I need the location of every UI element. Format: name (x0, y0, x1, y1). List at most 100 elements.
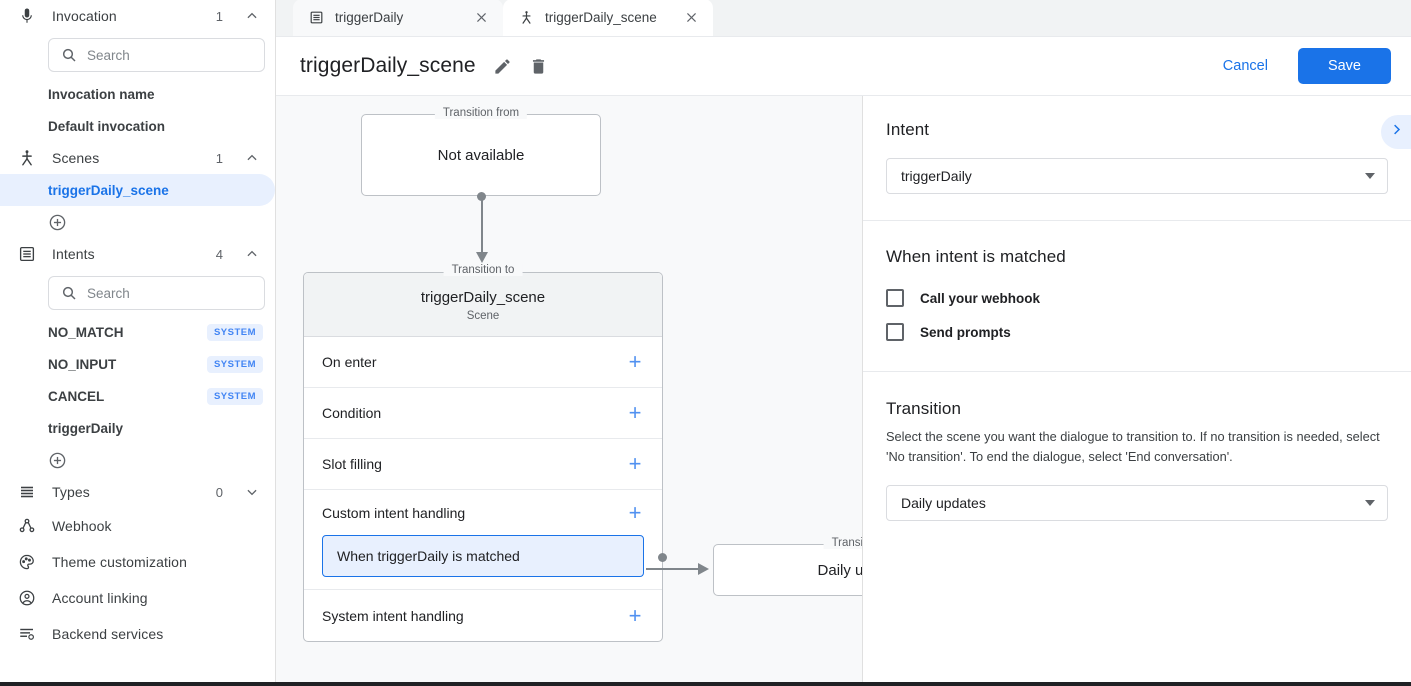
transition-from-value: Not available (437, 146, 525, 164)
add-scene-row[interactable] (0, 206, 275, 238)
connector-line-vertical (481, 196, 483, 258)
scene-row-label: Condition (322, 405, 382, 421)
chevron-up-icon (245, 247, 259, 261)
sidebar-item-label: Webhook (52, 518, 112, 534)
add-intent-row[interactable] (0, 444, 275, 476)
cancel-button[interactable]: Cancel (1207, 49, 1284, 83)
scene-row-custom-intent-handling[interactable]: Custom intent handling + (304, 490, 662, 535)
transition-target-legend: Transition to (823, 537, 862, 549)
add-system-intent-handling-icon[interactable]: + (628, 602, 642, 628)
transition-select[interactable]: Daily updates (886, 484, 1388, 521)
panel-collapse-toggle[interactable] (1381, 115, 1411, 149)
checkbox-call-your-webhook[interactable]: Call your webhook (886, 289, 1388, 307)
page-title: triggerDaily_scene (300, 54, 476, 77)
checkbox-icon[interactable] (886, 289, 904, 307)
connector-dot-handler (658, 553, 667, 562)
main-area: triggerDaily triggerDaily_scene (276, 0, 1411, 686)
custom-intent-handler-block: When triggerDaily is matched (304, 535, 667, 590)
sidebar-section-count: 1 (215, 8, 223, 24)
sidebar-item-label: Account linking (52, 590, 148, 606)
pencil-icon[interactable] (492, 55, 514, 77)
sidebar-item-theme-customization[interactable]: Theme customization (0, 544, 275, 580)
webhook-nodes-icon (16, 515, 38, 537)
intents-list-icon (16, 243, 38, 265)
intents-search-box[interactable] (48, 276, 265, 310)
sidebar-section-types[interactable]: Types 0 (0, 476, 275, 508)
checkbox-send-prompts[interactable]: Send prompts (886, 323, 1388, 341)
body-split: Transition from Not available Transition… (276, 96, 1411, 686)
add-on-enter-icon[interactable]: + (628, 349, 642, 374)
add-circle-icon[interactable] (48, 213, 67, 232)
bottom-edge-strip (0, 682, 1411, 686)
invocation-search-input[interactable] (87, 47, 252, 63)
scene-row-label: Slot filling (322, 456, 382, 472)
sidebar-item-triggerdaily-scene[interactable]: triggerDaily_scene (0, 174, 275, 206)
scene-row-label: System intent handling (322, 607, 464, 624)
connector-arrowhead-right (698, 563, 709, 575)
intent-handler-chip[interactable]: When triggerDaily is matched (322, 535, 644, 577)
scene-graph-canvas[interactable]: Transition from Not available Transition… (276, 96, 862, 686)
scene-row-label: On enter (322, 354, 377, 370)
sidebar-item-triggerdaily[interactable]: triggerDaily (0, 412, 275, 444)
close-icon[interactable] (474, 10, 489, 25)
sidebar-section-invocation[interactable]: Invocation 1 (0, 0, 275, 32)
scene-fork-icon (16, 147, 38, 169)
add-condition-icon[interactable]: + (628, 400, 642, 425)
scene-row-slot-filling[interactable]: Slot filling + (304, 439, 662, 490)
add-circle-icon[interactable] (48, 451, 67, 470)
sidebar-item-no-input[interactable]: NO_INPUT SYSTEM (0, 348, 275, 380)
sidebar-section-count: 1 (215, 150, 223, 166)
sidebar-item-label: Invocation name (48, 86, 155, 102)
scene-row-label: Custom intent handling (322, 504, 466, 521)
sidebar-section-intents[interactable]: Intents 4 (0, 238, 275, 270)
sidebar-item-label: Theme customization (52, 554, 187, 570)
transition-from-legend: Transition from (434, 107, 528, 119)
add-custom-intent-handling-icon[interactable]: + (628, 499, 642, 525)
sidebar-item-backend-services[interactable]: Backend services (0, 616, 275, 652)
transition-section-description: Select the scene you want the dialogue t… (886, 429, 1380, 464)
add-slot-filling-icon[interactable]: + (628, 451, 642, 476)
dropdown-caret-icon (1365, 499, 1375, 506)
chevron-right-icon (1389, 122, 1404, 142)
scene-row-on-enter[interactable]: On enter + (304, 337, 662, 388)
sidebar-item-label: NO_MATCH (48, 324, 124, 340)
types-lines-icon (16, 481, 38, 503)
transition-target-value: Daily updates (817, 561, 862, 579)
sidebar-item-label: Backend services (52, 626, 164, 642)
search-icon (62, 286, 76, 300)
sidebar-section-scenes[interactable]: Scenes 1 (0, 142, 275, 174)
intent-select[interactable]: triggerDaily (886, 158, 1388, 194)
transition-section-title: Transition (886, 399, 962, 418)
scene-row-system-intent-handling[interactable]: System intent handling + (304, 590, 662, 641)
sidebar-item-account-linking[interactable]: Account linking (0, 580, 275, 616)
sidebar-item-default-invocation[interactable]: Default invocation (0, 110, 275, 142)
when-intent-matched-section: When intent is matched Call your webhook… (863, 221, 1411, 372)
search-icon (62, 48, 76, 62)
checkbox-icon[interactable] (886, 323, 904, 341)
checkbox-label: Call your webhook (920, 290, 1041, 306)
chevron-up-icon (245, 151, 259, 165)
tab-triggerdaily-scene[interactable]: triggerDaily_scene (503, 0, 713, 36)
sidebar-section-count: 0 (215, 484, 223, 500)
intents-search-wrapper (0, 270, 275, 316)
checkbox-label: Send prompts (920, 324, 1011, 340)
transition-select-value: Daily updates (901, 494, 986, 511)
scene-row-condition[interactable]: Condition + (304, 388, 662, 439)
intent-select-value: triggerDaily (901, 168, 972, 184)
when-intent-matched-title: When intent is matched (886, 247, 1066, 266)
sidebar-item-cancel[interactable]: CANCEL SYSTEM (0, 380, 275, 412)
status-badge: SYSTEM (206, 323, 263, 341)
scene-card-title: triggerDaily_scene (420, 289, 546, 306)
tab-triggerdaily[interactable]: triggerDaily (293, 0, 503, 36)
sidebar-item-webhook[interactable]: Webhook (0, 508, 275, 544)
chevron-up-icon (245, 9, 259, 23)
close-icon[interactable] (684, 10, 699, 25)
sidebar-item-label: triggerDaily_scene (48, 182, 169, 198)
invocation-search-box[interactable] (48, 38, 265, 72)
intents-search-input[interactable] (87, 285, 252, 301)
sidebar-item-invocation-name[interactable]: Invocation name (0, 78, 275, 110)
save-button[interactable]: Save (1297, 48, 1391, 84)
trash-icon[interactable] (528, 55, 550, 77)
connector-arrowhead-down (476, 252, 488, 263)
sidebar-item-no-match[interactable]: NO_MATCH SYSTEM (0, 316, 275, 348)
